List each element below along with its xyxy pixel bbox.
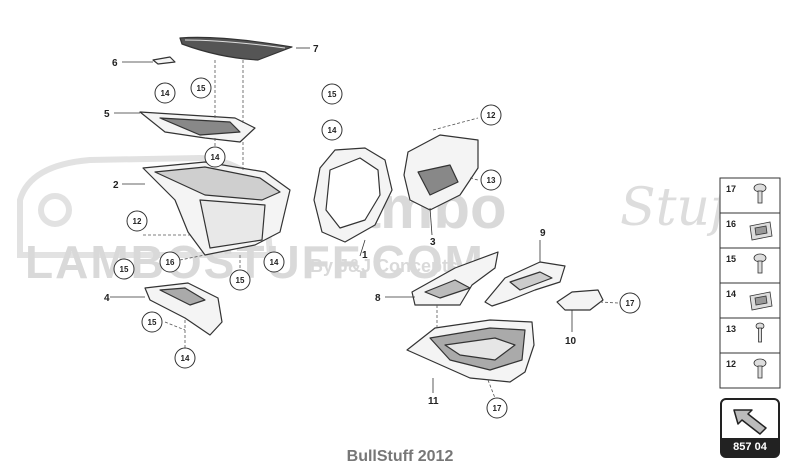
svg-text:12: 12 bbox=[133, 217, 142, 226]
callouts: 14 15 15 14 14 12 16 15 15 14 14 15 12 1… bbox=[113, 77, 641, 419]
bolt-icon bbox=[755, 322, 765, 343]
svg-text:14: 14 bbox=[328, 126, 337, 135]
catalog-badge: 857 04 bbox=[720, 398, 780, 458]
part-label-3: 3 bbox=[430, 237, 436, 248]
svg-text:15: 15 bbox=[120, 265, 129, 274]
callout-circle: 16 bbox=[159, 251, 181, 273]
legend-label-12: 12 bbox=[726, 359, 736, 369]
part-label-2: 2 bbox=[113, 180, 119, 191]
svg-text:14: 14 bbox=[161, 89, 170, 98]
legend-label-16: 16 bbox=[726, 219, 736, 229]
legend-label-13: 13 bbox=[726, 324, 736, 334]
callout-circle: 15 bbox=[141, 311, 163, 333]
part-7-drawing bbox=[179, 36, 293, 61]
part-3-drawing bbox=[403, 134, 479, 211]
legend-label-17: 17 bbox=[726, 184, 736, 194]
part-label-9: 9 bbox=[540, 228, 546, 239]
callout-circle: 15 bbox=[190, 77, 212, 99]
svg-text:15: 15 bbox=[197, 84, 206, 93]
part-label-10: 10 bbox=[565, 336, 577, 347]
assembly-lines bbox=[143, 60, 619, 399]
callout-circle: 12 bbox=[126, 210, 148, 232]
screw-icon bbox=[753, 253, 767, 274]
direction-arrow-icon bbox=[733, 409, 767, 435]
part-label-11: 11 bbox=[428, 396, 439, 407]
svg-text:15: 15 bbox=[236, 276, 245, 285]
clip-nut-icon bbox=[749, 221, 773, 241]
svg-text:15: 15 bbox=[148, 318, 157, 327]
part-8-drawing bbox=[411, 251, 499, 306]
svg-text:17: 17 bbox=[626, 299, 635, 308]
screw-icon bbox=[753, 358, 767, 379]
svg-text:14: 14 bbox=[181, 354, 190, 363]
svg-text:16: 16 bbox=[166, 258, 175, 267]
callout-circle: 12 bbox=[480, 104, 502, 126]
part-10-drawing bbox=[556, 289, 604, 311]
watermark-byline: By J&J Concepts bbox=[310, 256, 458, 276]
svg-text:13: 13 bbox=[487, 176, 496, 185]
part-label-7: 7 bbox=[313, 44, 319, 55]
part-4-drawing bbox=[144, 282, 223, 336]
callout-circle: 15 bbox=[321, 83, 343, 105]
part-label-5: 5 bbox=[104, 109, 110, 120]
callout-circle: 15 bbox=[113, 258, 135, 280]
clip-nut-icon bbox=[749, 291, 773, 311]
callout-circle: 14 bbox=[174, 347, 196, 369]
footer-credit: BullStuff 2012 bbox=[346, 448, 454, 465]
callout-circle: 14 bbox=[154, 82, 176, 104]
callout-circle: 14 bbox=[321, 119, 343, 141]
catalog-number: 857 04 bbox=[722, 438, 778, 456]
screw-icon bbox=[753, 183, 767, 204]
svg-text:14: 14 bbox=[211, 153, 220, 162]
part-label-1: 1 bbox=[362, 250, 368, 261]
svg-text:12: 12 bbox=[487, 111, 496, 120]
callout-circle: 14 bbox=[263, 251, 285, 273]
part-11-drawing bbox=[406, 319, 535, 383]
callout-circle: 14 bbox=[204, 146, 226, 168]
legend-label-15: 15 bbox=[726, 254, 736, 264]
callout-circle: 15 bbox=[229, 269, 251, 291]
part-1-drawing bbox=[313, 147, 393, 243]
part-6-drawing bbox=[152, 56, 176, 65]
part-9-drawing bbox=[484, 261, 566, 307]
part-label-8: 8 bbox=[375, 293, 381, 304]
callout-circle: 17 bbox=[486, 397, 508, 419]
fastener-legend: 17 16 15 14 13 12 bbox=[719, 177, 781, 389]
svg-text:17: 17 bbox=[493, 404, 502, 413]
legend-label-14: 14 bbox=[726, 289, 736, 299]
part-label-4: 4 bbox=[104, 293, 110, 304]
part-5-drawing bbox=[139, 111, 256, 143]
part-label-6: 6 bbox=[112, 58, 118, 69]
svg-text:15: 15 bbox=[328, 90, 337, 99]
callout-circle: 13 bbox=[480, 169, 502, 191]
leader-lines bbox=[110, 47, 573, 393]
svg-text:14: 14 bbox=[270, 258, 279, 267]
part-2-drawing bbox=[142, 161, 291, 256]
part-labels: 1 2 3 4 5 6 7 8 9 10 11 bbox=[104, 44, 577, 407]
callout-circle: 17 bbox=[619, 292, 641, 314]
